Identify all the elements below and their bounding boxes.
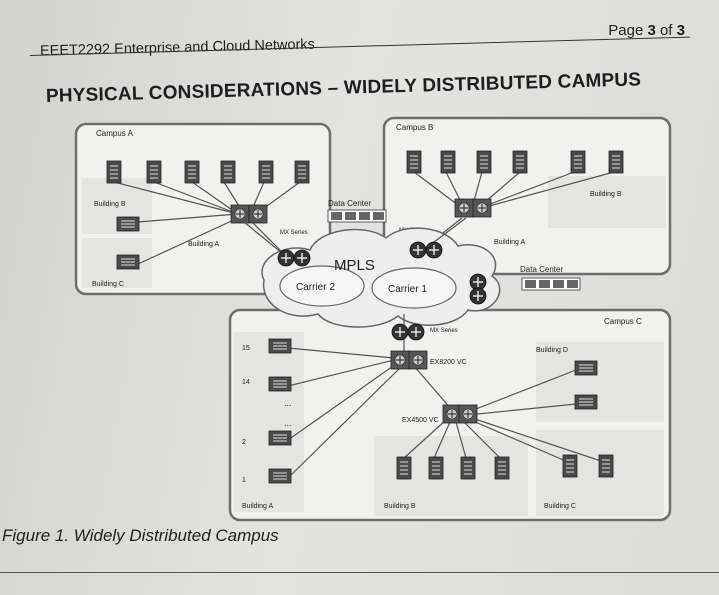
campus-b-core-switch-1 [454, 198, 474, 218]
campus-c-label: Campus C [604, 317, 642, 326]
carrier-1-label: Carrier 1 [388, 284, 427, 295]
campus-c-mx-label: MX Series [430, 328, 458, 334]
campus-c-panel: Campus C Building D Building A Building … [228, 308, 672, 522]
ex8200-switch-1 [390, 350, 410, 370]
campus-a-mx-label: MX Series [280, 230, 308, 236]
building-number-2: 2 [242, 439, 246, 446]
data-center-top [327, 209, 387, 223]
data-center-label-top: Data Center [328, 199, 371, 208]
campus-a-building-b-label: Building B [94, 201, 126, 208]
ellipsis-lower: ... [284, 418, 292, 428]
campus-a-panel: Campus A Building B Building A Building … [74, 122, 332, 296]
page-number: Page 3 of 3 [608, 22, 685, 39]
campus-c-building-b-label: Building B [384, 503, 416, 510]
campus-a-mx-router-2 [293, 249, 311, 267]
campus-a-building-c-label: Building C [92, 281, 124, 288]
campus-c-building-c-label: Building C [544, 503, 576, 510]
building-number-1: 1 [242, 477, 246, 484]
data-center-label-right: Data Center [520, 265, 563, 274]
ellipsis-upper: ... [284, 398, 292, 408]
ex4500-label: EX4500 VC [402, 417, 439, 424]
ex8200-switch-2 [408, 350, 428, 370]
campus-a-core-switch-1 [230, 204, 250, 224]
figure-caption: Figure 1. Widely Distributed Campus [2, 526, 279, 545]
campus-b-building-a-label: Building A [494, 239, 525, 246]
campus-a-label: Campus A [96, 129, 134, 138]
datacenter-router-2 [469, 287, 487, 305]
building-number-14: 14 [242, 379, 250, 386]
network-diagram: Campus A Building B Building A Building … [74, 116, 672, 522]
data-center-right [521, 277, 581, 291]
mpls-label: MPLS [334, 257, 375, 274]
ex8200-label: EX8200 VC [430, 359, 467, 366]
building-number-15: 15 [242, 345, 250, 352]
campus-c-building-d-label: Building D [536, 347, 568, 354]
campus-c-building-a-label: Building A [242, 503, 273, 510]
campus-b-core-switch-2 [472, 198, 492, 218]
carrier-2-label: Carrier 2 [296, 282, 335, 293]
campus-b-mx-router-1 [409, 241, 427, 259]
campus-b-label: Campus B [396, 123, 433, 132]
campus-a-mx-router-1 [277, 249, 295, 267]
footer-rule [0, 572, 719, 573]
campus-a-building-a-label: Building A [188, 241, 219, 248]
campus-a-core-switch-2 [248, 204, 268, 224]
campus-b-building-b-label: Building B [590, 191, 622, 198]
ex4500-switch-2 [458, 404, 478, 424]
campus-c-mx-router-2 [407, 323, 425, 341]
campus-c-mx-router-1 [391, 323, 409, 341]
ex4500-switch-1 [442, 404, 462, 424]
campus-b-panel: Campus B Building B Building A MX Series [382, 116, 672, 276]
campus-b-mx-router-2 [425, 241, 443, 259]
